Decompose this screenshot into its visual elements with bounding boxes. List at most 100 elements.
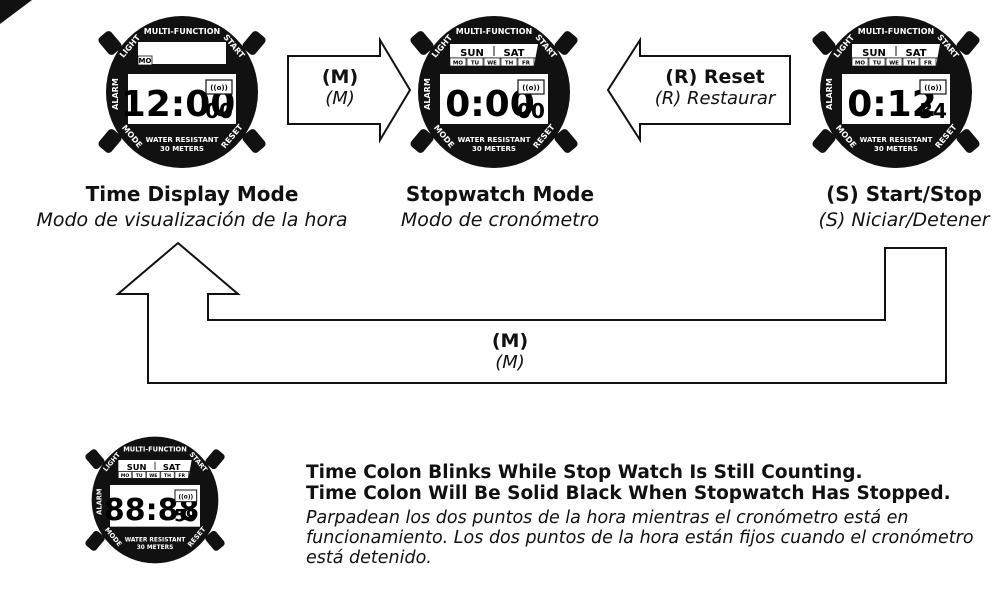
seconds-digits: 00 (205, 99, 233, 123)
weekday-label: FR (522, 61, 531, 67)
caption-start-stop: (S) Start/Stop (S) Niciar/Detener (800, 182, 1008, 231)
mode-arrow-label: (M) (M) (300, 66, 380, 109)
weekday-label: TU (471, 61, 479, 67)
note-spanish: Parpadean los dos puntos de la hora mien… (306, 508, 974, 568)
alarm-signal-label: ((o)) (210, 84, 228, 92)
caption-subtitle: (S) Niciar/Detener (818, 209, 990, 231)
weekday-cell (449, 57, 467, 67)
caption-title: Stopwatch Mode (405, 182, 595, 206)
water-resistant-label: WATER RESISTANT (125, 538, 186, 544)
mode-arrow (287, 36, 412, 144)
caption-title: Time Display Mode (85, 182, 299, 206)
meters-label: 30 METERS (137, 545, 174, 551)
meters-label: 30 METERS (160, 145, 204, 153)
weekday-cell (483, 57, 501, 67)
weekday-cell (466, 57, 484, 67)
sat-label: SAT (504, 48, 525, 59)
weekday-label: WE (487, 61, 497, 67)
watch-face: MULTI-FUNCTION LIGHT START ALARM MODE RE… (85, 436, 225, 564)
weekday-cell (868, 57, 886, 67)
alarm-signal-label: ((o)) (924, 84, 942, 92)
arrow-label-es: (R) Restaurar (654, 88, 776, 109)
weekday-cell (132, 471, 147, 479)
weekday-cell (160, 471, 175, 479)
reset-arrow (606, 36, 791, 144)
mode-button (410, 129, 434, 153)
sun-label: SUN (127, 462, 147, 472)
alarm-signal-icon (517, 79, 545, 95)
watch-face: MULTI-FUNCTION LIGHT START ALARM MODE RE… (812, 16, 980, 168)
sat-label: SAT (163, 462, 181, 472)
water-resistant-label: WATER RESISTANT (458, 136, 531, 144)
arrow-label-es: (M) (495, 352, 525, 373)
watch-face: MULTI-FUNCTION LIGHT START ALARM MODE RE… (98, 16, 266, 168)
light-button (410, 31, 434, 55)
weekday-cell (118, 471, 132, 479)
watch-face: MULTI-FUNCTION LIGHT START ALARM MODE RE… (410, 16, 578, 168)
weekday-display: SUN SAT MO TU WE TH FR (449, 44, 538, 67)
caption-subtitle: Modo de cronómetro (400, 209, 600, 231)
reset-button (554, 129, 578, 153)
day-label: MO (139, 57, 152, 65)
reset-button (956, 129, 980, 153)
note-line-1: Time Colon Blinks While Stop Watch Is St… (306, 462, 863, 483)
weekday-cell (885, 57, 903, 67)
start-button (242, 31, 266, 55)
weekday-cell (851, 57, 869, 67)
light-button (812, 31, 836, 55)
weekday-label: MO (855, 61, 865, 67)
alarm-signal-label: ((o)) (178, 494, 193, 500)
watch-start-stop: MULTI-FUNCTION LIGHT START ALARM MODE RE… (806, 2, 986, 186)
weekday-label: TH (505, 61, 514, 67)
weekday-label: TH (164, 473, 171, 479)
alarm-signal-icon (919, 79, 947, 95)
light-button (85, 449, 105, 470)
return-arrow (115, 241, 947, 384)
alarm-label: ALARM (111, 78, 120, 110)
multi-function-label: MULTI-FUNCTION (858, 27, 934, 36)
corner-triangle (0, 0, 32, 24)
note-line-2: Time Colon Will Be Solid Black When Stop… (306, 483, 951, 504)
meters-label: 30 METERS (472, 145, 516, 153)
colon-note: Time Colon Blinks While Stop Watch Is St… (306, 462, 996, 568)
light-button (98, 31, 122, 55)
start-button (205, 449, 225, 470)
weekday-label: FR (178, 473, 185, 479)
start-button (956, 31, 980, 55)
water-resistant-label: WATER RESISTANT (146, 136, 219, 144)
weekday-label: WE (149, 473, 157, 479)
weekday-cell (174, 471, 189, 479)
meters-label: 30 METERS (874, 145, 918, 153)
seconds-digits: 00 (517, 99, 545, 123)
alarm-label: ALARM (423, 78, 432, 110)
watch-stopwatch: MULTI-FUNCTION LIGHT START ALARM MODE RE… (404, 2, 584, 186)
weekday-label: MO (121, 473, 130, 479)
caption-stopwatch: Stopwatch Mode Modo de cronómetro (390, 182, 610, 231)
arrow-label-en: (R) Reset (665, 66, 765, 88)
reset-button (205, 530, 225, 551)
mode-button (85, 530, 105, 551)
sun-label: SUN (460, 48, 484, 59)
weekday-label: WE (889, 61, 899, 67)
reset-button (242, 129, 266, 153)
weekday-label: FR (924, 61, 933, 67)
caption-title: (S) Start/Stop (826, 182, 982, 206)
caption-time-display: Time Display Mode Modo de visualización … (0, 182, 384, 231)
caption-subtitle: Modo de visualización de la hora (36, 209, 348, 231)
seconds-digits: 34 (919, 99, 947, 123)
alarm-signal-label: ((o)) (522, 84, 540, 92)
mode-button (98, 129, 122, 153)
arrow-label-en: (M) (321, 66, 359, 88)
weekday-cell (500, 57, 518, 67)
multi-function-label: MULTI-FUNCTION (123, 446, 187, 454)
weekday-label: MO (453, 61, 463, 67)
arrow-label-en: (M) (491, 330, 529, 352)
weekday-cell (517, 57, 535, 67)
alarm-signal-icon (205, 79, 233, 95)
weekday-cell (919, 57, 937, 67)
watch-note: MULTI-FUNCTION LIGHT START ALARM MODE RE… (80, 425, 230, 579)
weekday-cell (902, 57, 920, 67)
